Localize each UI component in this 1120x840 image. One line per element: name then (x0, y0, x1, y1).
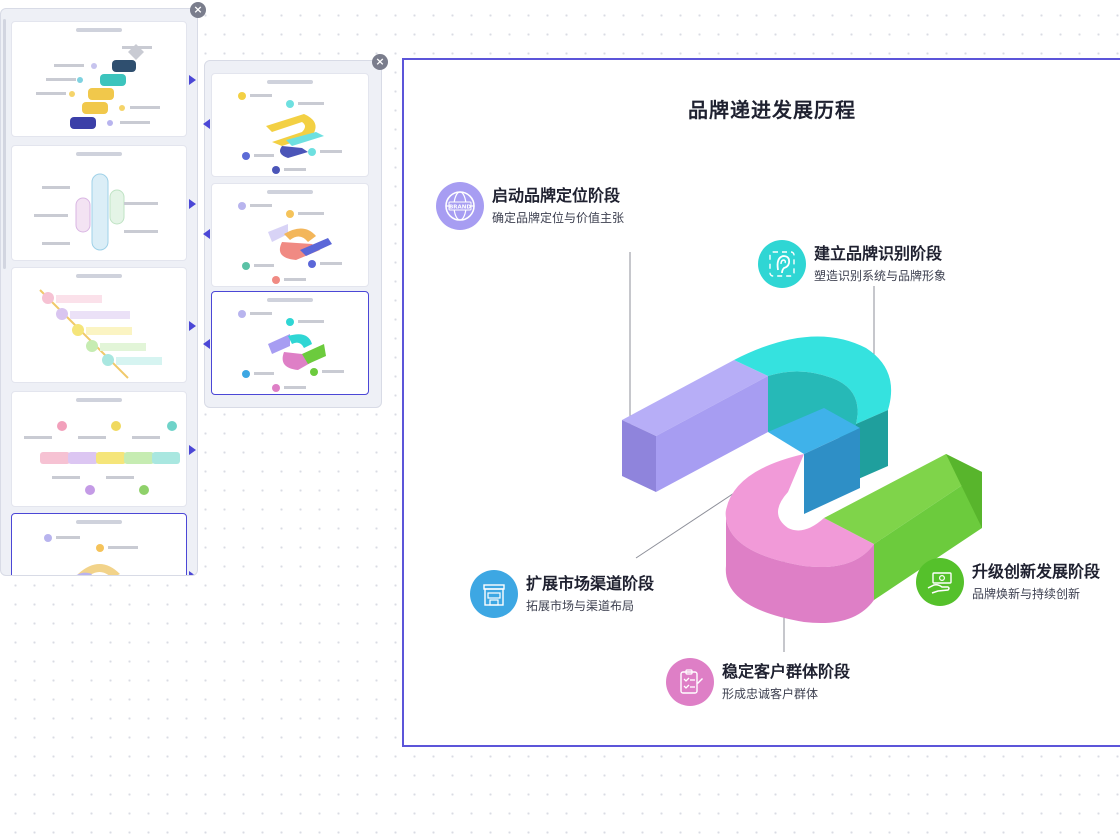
close-variant-panel-button[interactable]: × (372, 54, 388, 70)
template-thumbnail-3[interactable] (11, 267, 187, 383)
template-thumbnail-5[interactable] (11, 513, 187, 575)
thumbnail-preview (238, 310, 344, 392)
brand-globe-icon: BRAND (436, 182, 484, 230)
checklist-icon (666, 658, 714, 706)
stage-name: 建立品牌识别阶段 (814, 244, 943, 263)
variant-thumbnail-1[interactable] (211, 73, 369, 177)
close-template-panel-button[interactable]: × (190, 2, 206, 18)
slide-title: 品牌递进发展历程 (688, 98, 856, 122)
storefront-icon (470, 570, 518, 618)
template-list-panel[interactable] (0, 8, 198, 576)
thumbnail-preview (24, 421, 180, 495)
thumbnail-preview (34, 173, 158, 251)
thumbnail-preview (36, 44, 160, 129)
ear-icon (758, 240, 806, 288)
stage-start-brand-positioning[interactable]: BRAND 启动品牌定位阶段 确定品牌定位与价值主张 (436, 182, 624, 230)
template-thumbnail-1[interactable] (11, 21, 187, 137)
stage-upgrade-innovation[interactable]: 升级创新发展阶段 品牌焕新与持续创新 (916, 558, 1100, 606)
thumbnail-preview (238, 92, 342, 174)
slide-canvas[interactable]: 品牌递进发展历程 BRAND 启动品牌定位阶段 确定品牌定位与价值主张 (402, 58, 1120, 747)
template-thumbnail-2[interactable] (11, 145, 187, 261)
variant-thumbnail-2[interactable] (211, 183, 369, 287)
stage-desc: 塑造识别系统与品牌形象 (814, 269, 947, 283)
stage-name: 扩展市场渠道阶段 (526, 574, 655, 593)
stage-desc: 形成忠诚客户群体 (722, 687, 819, 701)
brand-icon-text: BRAND (449, 205, 471, 211)
thumbnail-preview (238, 202, 342, 284)
stage-name: 启动品牌定位阶段 (492, 186, 621, 205)
close-icon: × (375, 55, 385, 68)
stage-name: 升级创新发展阶段 (972, 562, 1101, 581)
template-thumbnail-4[interactable] (11, 391, 187, 507)
stage-desc: 品牌焕新与持续创新 (972, 587, 1081, 601)
stage-desc: 拓展市场与渠道布局 (526, 599, 635, 613)
stage-expand-market-channels[interactable]: 扩展市场渠道阶段 拓展市场与渠道布局 (470, 570, 654, 618)
template-variant-panel[interactable] (203, 60, 382, 408)
scrollbar[interactable] (3, 19, 6, 269)
close-icon: × (193, 3, 203, 16)
stage-name: 稳定客户群体阶段 (722, 662, 851, 681)
spiral-3d-diagram (622, 252, 982, 652)
stage-desc: 确定品牌定位与价值主张 (492, 211, 625, 225)
stage-build-brand-identity[interactable]: 建立品牌识别阶段 塑造识别系统与品牌形象 (758, 240, 946, 288)
stage-stable-customer-base[interactable]: 稳定客户群体阶段 形成忠诚客户群体 (666, 658, 850, 706)
variant-thumbnail-3-selected[interactable] (211, 291, 369, 395)
money-hand-icon (916, 558, 964, 606)
thumbnail-preview (39, 289, 162, 379)
thumbnail-preview (44, 534, 138, 575)
